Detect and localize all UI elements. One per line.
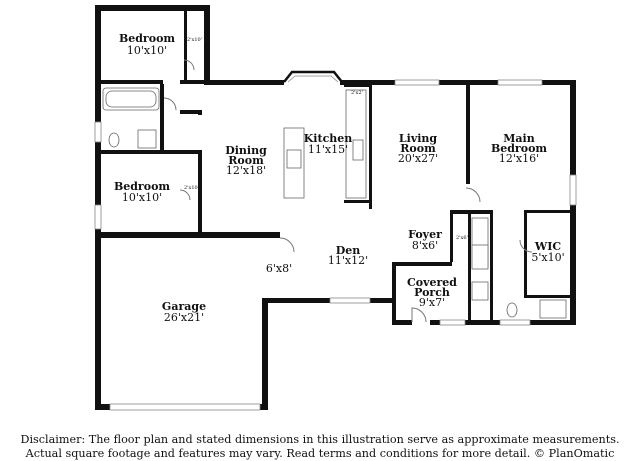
main-bedroom-dim: 12'x16' — [498, 152, 540, 165]
covered-porch-dim: 9'x7' — [418, 296, 446, 309]
foyer-dim: 8'x6' — [411, 239, 439, 252]
dining-name-line2: Room — [228, 154, 264, 167]
closet-pantry-label: 2'x2' — [351, 90, 363, 96]
bedroom-left-name: Bedroom — [113, 180, 171, 193]
closet-foyer-label: 2'x6' — [456, 235, 468, 241]
living-name-line1: Living — [398, 132, 438, 145]
fixtures — [102, 87, 567, 319]
laundry-dim: 6'x8' — [265, 262, 293, 275]
wic-name: WIC — [534, 240, 562, 253]
interior-walls — [101, 10, 570, 322]
living-name-line2: Room — [400, 142, 436, 155]
living-dim: 20'x27' — [397, 152, 439, 165]
disclaimer-line1: Disclaimer: The floor plan and stated di… — [20, 433, 620, 446]
bedroom-top-dim: 10'x10' — [126, 44, 168, 57]
bedroom-top-name: Bedroom — [118, 32, 176, 45]
windows — [94, 79, 577, 411]
disclaimer: Disclaimer: The floor plan and stated di… — [0, 433, 640, 461]
doors — [163, 59, 533, 323]
foyer-name: Foyer — [408, 228, 442, 241]
exterior-walls — [95, 5, 576, 410]
wic-dim: 5'x10' — [531, 251, 565, 264]
den-name: Den — [335, 244, 361, 257]
main-bedroom-name-line2: Bedroom — [490, 142, 548, 155]
closet-top-bedroom-label: 2'x10' — [187, 37, 203, 43]
dining-name-line1: Dining — [225, 144, 267, 157]
bay-window — [283, 70, 343, 83]
bedroom-left-dim: 10'x10' — [121, 191, 163, 204]
covered-porch-name-line1: Covered — [407, 276, 457, 289]
garage-dim: 26'x21' — [163, 311, 205, 324]
main-bedroom-name-line1: Main — [503, 132, 535, 145]
den-dim: 11'x12' — [327, 254, 369, 267]
closet-left-bedroom-label: 2'x10' — [184, 185, 200, 191]
kitchen-dim: 11'x15' — [307, 143, 349, 156]
covered-porch-name-line2: Porch — [414, 286, 450, 299]
dining-dim: 12'x18' — [225, 164, 267, 177]
garage-name: Garage — [161, 300, 207, 313]
kitchen-name: Kitchen — [303, 132, 353, 145]
disclaimer-line2: Actual square footage and features may v… — [25, 447, 615, 460]
